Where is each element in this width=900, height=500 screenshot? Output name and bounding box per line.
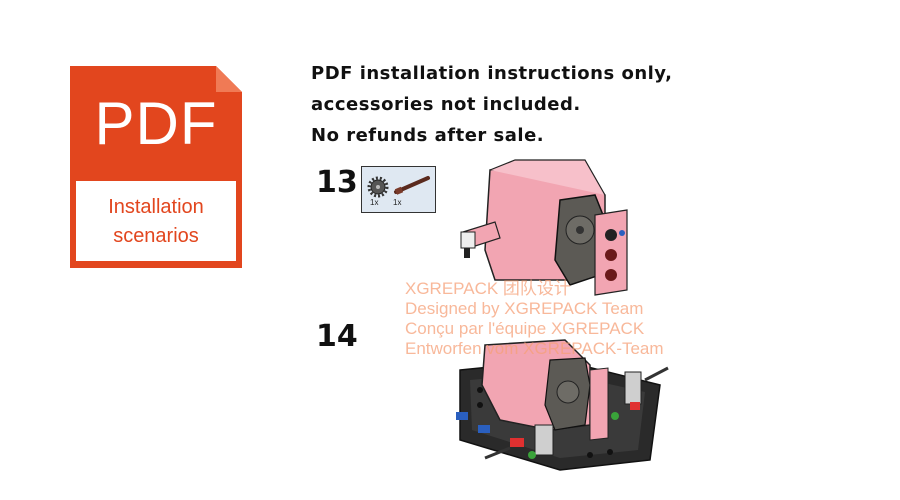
step-number-13: 13	[316, 165, 358, 200]
pdf-page-fold	[216, 66, 242, 92]
step-14-model-illustration	[456, 339, 669, 471]
parts-callout-art	[367, 176, 430, 198]
notice-line-2: accessories not included.	[311, 94, 581, 115]
disclaimer-notice: PDF installation instructions only, acce…	[311, 58, 672, 151]
axle-part-icon	[394, 176, 430, 195]
watermark-line-2: Designed by XGREPACK Team	[405, 299, 644, 318]
watermark-line-1: XGREPACK 团队设计	[405, 279, 571, 298]
gear-part-qty: 1x	[370, 198, 379, 207]
step-number-14: 14	[316, 319, 358, 354]
axle-part-qty: 1x	[393, 198, 402, 207]
notice-line-3: No refunds after sale.	[311, 125, 545, 146]
pdf-badge-label-box: Installation scenarios	[76, 181, 236, 261]
notice-line-1: PDF installation instructions only,	[311, 63, 673, 84]
pdf-badge-title: PDF	[94, 90, 218, 157]
pdf-badge-subtitle-line2: scenarios	[113, 225, 199, 247]
pdf-badge-subtitle-line1: Installation	[108, 196, 204, 218]
gear-part-icon	[367, 176, 389, 198]
watermark: XGREPACK 团队设计 Designed by XGREPACK Team …	[405, 279, 664, 359]
parts-callout: 1x 1x	[361, 166, 436, 213]
pdf-badge: PDF Installation scenarios	[70, 66, 242, 268]
watermark-line-4: Entworfen vom XGREPACK-Team	[405, 339, 664, 358]
watermark-line-3: Conçu par l'équipe XGREPACK	[405, 319, 645, 338]
step-13-model-illustration	[460, 159, 628, 296]
